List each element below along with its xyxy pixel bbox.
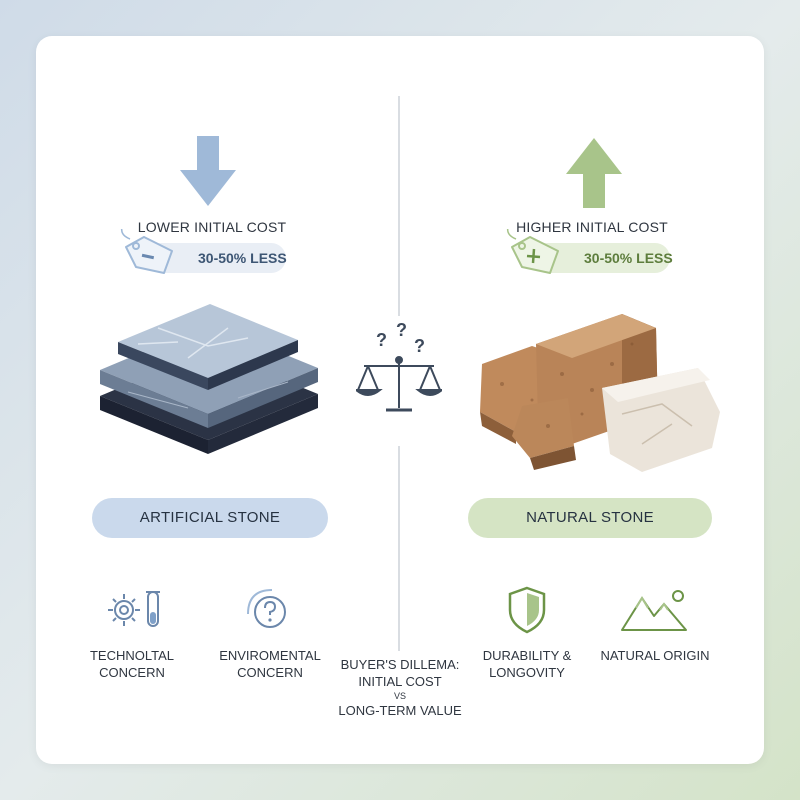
right-price-pill: 30-50% LESS — [506, 229, 673, 274]
dilemma-vs: VS — [393, 691, 406, 701]
right-price-text: 30-50% LESS — [584, 250, 673, 266]
price-tag-plus-icon — [506, 229, 559, 274]
natural-origin-label: NATURAL ORIGIN — [600, 647, 709, 664]
mountains-icon — [621, 590, 687, 631]
artificial-stone-pill: ARTIFICIAL STONE — [92, 498, 328, 538]
gear-test-tube-icon — [108, 591, 160, 627]
leaf-question-icon — [247, 589, 286, 628]
buyers-dilemma-text: BUYER'S DILLEMA: INITIAL COST VS LONG-TE… — [338, 656, 461, 719]
center-divider-top — [398, 96, 400, 316]
dilemma-line1: BUYER'S DILLEMA: — [340, 657, 460, 672]
balance-scale-icon — [356, 356, 442, 412]
feature-line: DURABILITY & — [482, 648, 572, 663]
feature-line: LONGOVITY — [489, 665, 565, 680]
feature-line: CONCERN — [237, 665, 303, 680]
dilemma-line2: INITIAL COST — [358, 674, 442, 689]
durability-label: DURABILITY & LONGOVITY — [483, 647, 572, 681]
question-mark: ? — [396, 320, 407, 340]
price-tag-minus-icon — [120, 229, 173, 274]
infographic-card: LOWER INITIAL COST 30-50% LESS ARTIFICIA… — [36, 36, 764, 764]
natural-stone-blocks-image — [480, 314, 720, 472]
left-price-pill: 30-50% LESS — [120, 229, 287, 274]
feature-line: NATURAL ORIGIN — [600, 648, 710, 663]
natural-stone-pill: NATURAL STONE — [468, 498, 712, 538]
center-divider-bottom — [398, 446, 400, 651]
question-mark: ? — [376, 330, 387, 350]
question-mark: ? — [414, 336, 425, 356]
left-price-text: 30-50% LESS — [198, 250, 287, 266]
feature-line: ENVIROMENTAL — [219, 648, 321, 663]
technical-concern-label: TECHNOLTAL CONCERN — [90, 647, 174, 681]
feature-line: CONCERN — [99, 665, 165, 680]
up-arrow-icon — [566, 138, 622, 208]
environmental-concern-label: ENVIROMENTAL CONCERN — [219, 647, 321, 681]
feature-line: TECHNOLTAL — [89, 648, 175, 663]
dilemma-line3: LONG-TERM VALUE — [338, 703, 462, 718]
artificial-stone-slabs-image — [100, 304, 318, 454]
lower-cost-label: LOWER INITIAL COST — [137, 219, 287, 235]
higher-cost-label: HIGHER INITIAL COST — [516, 219, 668, 235]
down-arrow-icon — [180, 136, 236, 206]
shield-icon — [508, 586, 546, 634]
